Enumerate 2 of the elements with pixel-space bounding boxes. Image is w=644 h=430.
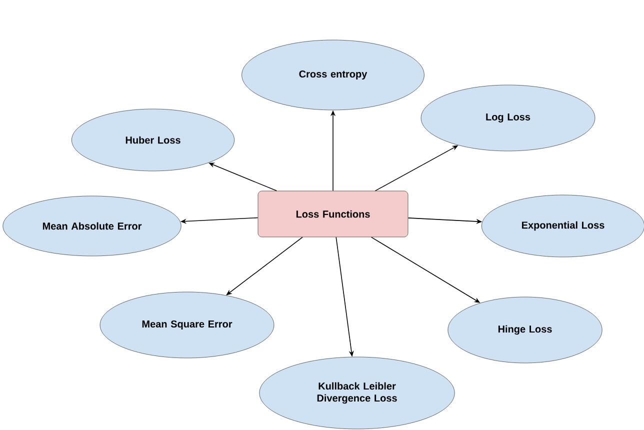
arrow (226, 236, 303, 296)
center-box: Loss Functions (258, 190, 408, 238)
